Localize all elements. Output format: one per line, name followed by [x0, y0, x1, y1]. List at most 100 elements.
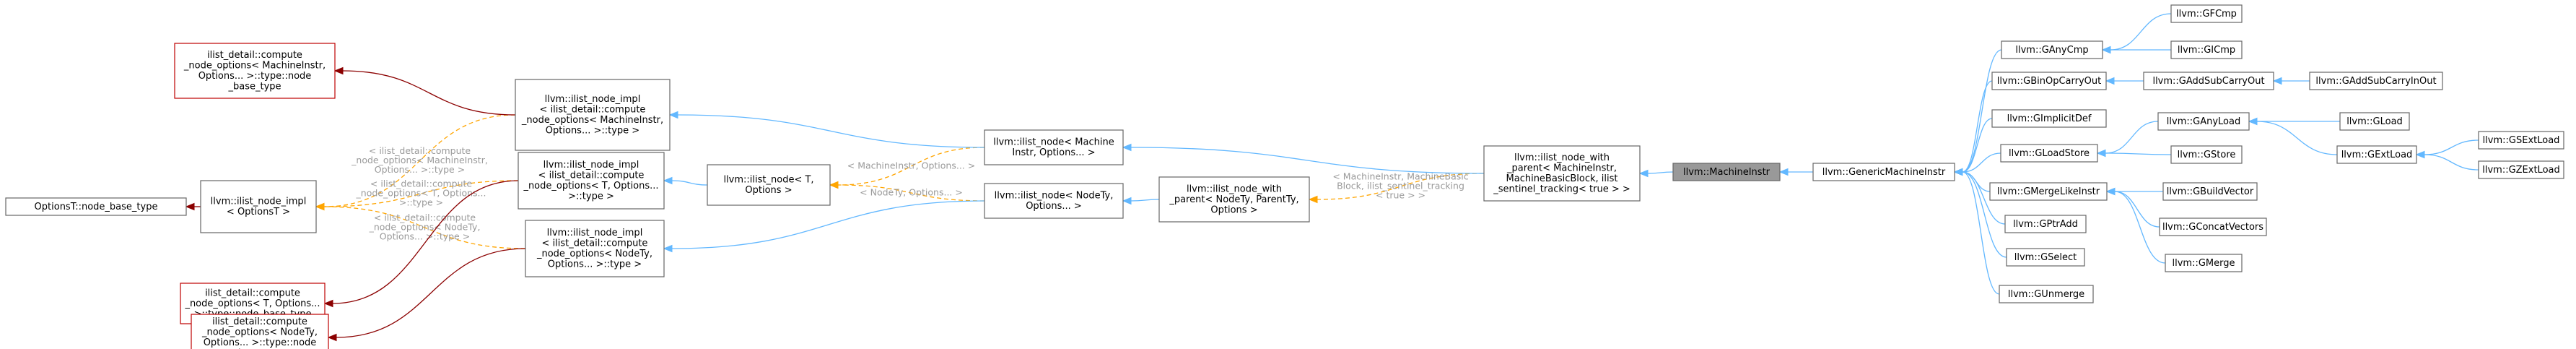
edge-line [1962, 152, 2001, 173]
class-name-line: Options > [745, 185, 792, 196]
class-name-line: Options... >::type > [548, 259, 642, 270]
class-name-line: llvm::GBinOpCarryOut [1997, 76, 2101, 87]
edge-gbinop-to-generic [1953, 80, 1993, 176]
edge-arrowhead [1953, 168, 1963, 176]
class-box [1483, 145, 1641, 202]
class-node-gstore[interactable]: llvm::GStore [2170, 145, 2243, 164]
class-node-gaddsubin[interactable]: llvm::GAddSubCarryInOut [2309, 72, 2443, 90]
edge-nwp_nt-to-node_nt [1122, 197, 1160, 205]
class-node-gmerge[interactable]: llvm::GMerge [2165, 254, 2243, 272]
class-box [2004, 215, 2087, 233]
edge-line [1962, 118, 1993, 173]
class-box [1989, 182, 2108, 201]
edges-layer: < MachineInstr, MachineBasicBlock, ilist… [185, 13, 2479, 342]
edge-label: Options... >::type > [375, 164, 465, 175]
class-name-line: Options > [1210, 204, 1257, 215]
class-node-gextload[interactable]: llvm::GExtLoad [2336, 145, 2417, 164]
edge-gfcmp-to-ganycmp [2101, 13, 2172, 54]
class-node-gaddsub[interactable]: llvm::GAddSubCarryOut [2143, 72, 2274, 90]
class-name-line: llvm::ilist_node_with [1187, 184, 1282, 194]
class-name-line: llvm::GSExtLoad [2483, 135, 2560, 146]
class-name-line: _node_options< NodeTy, [536, 249, 652, 259]
class-box [707, 164, 831, 206]
edge-arrowhead [829, 181, 839, 189]
edge-arrowhead [1638, 169, 1649, 178]
class-node-gconcat[interactable]: llvm::GConcatVectors [2159, 217, 2267, 236]
class-node-cno-nt[interactable]: ilist_detail::compute_node_options< Node… [191, 314, 329, 349]
edge-line [2114, 191, 2166, 264]
edge-arrowhead [2096, 149, 2106, 158]
class-box [174, 43, 336, 99]
class-node-nwp-nt[interactable]: llvm::ilist_node_with_parent< NodeTy, Pa… [1158, 176, 1310, 223]
edge-arrowhead [315, 202, 325, 211]
edge-gaddsub-to-gbinop [2105, 77, 2144, 85]
class-node-gload[interactable]: llvm::GLoad [2339, 112, 2410, 131]
edge-label: _node_options< T, Options... [356, 188, 486, 199]
class-name-line: _sentinel_tracking< true > > [1493, 184, 1630, 195]
class-node-cno-mi[interactable]: ilist_detail::compute_node_options< Mach… [174, 43, 336, 99]
class-node-node-nt[interactable]: llvm::ilist_node< NodeTy,Options... > [984, 183, 1124, 219]
class-box [200, 180, 317, 233]
class-name-line: llvm::GBuildVector [2167, 186, 2254, 197]
class-name-line: _node_options< MachineInstr, [521, 115, 663, 126]
class-node-ganycmp[interactable]: llvm::GAnyCmp [2001, 40, 2103, 59]
class-name-line: _node_options< MachineInstr, [183, 61, 326, 72]
class-node-gicmp[interactable]: llvm::GICmp [2170, 40, 2243, 59]
edge-node_mi-to-node_t: < MachineInstr, Options... > [829, 147, 985, 189]
class-node-options-t[interactable]: OptionsT::node_base_type [5, 197, 187, 216]
class-box [2157, 112, 2250, 131]
class-name-line: llvm::GICmp [2178, 45, 2235, 56]
class-node-impl-nt[interactable]: llvm::ilist_node_impl< ilist_detail::com… [525, 220, 665, 277]
edge-label: < ilist_detail::compute [369, 145, 471, 156]
class-node-gloadstore[interactable]: llvm::GLoadStore [2000, 144, 2098, 163]
class-name-line: _parent< MachineInstr, [1506, 163, 1617, 174]
edge-line [837, 184, 985, 202]
class-node-gbinop[interactable]: llvm::GBinOpCarryOut [1991, 72, 2107, 90]
edge-line [332, 180, 519, 304]
class-node-gmergelike[interactable]: llvm::GMergeLikeInstr [1989, 182, 2108, 201]
edge-gsextload-to-gextload [2415, 139, 2479, 159]
class-box [2339, 112, 2410, 131]
class-node-gptradd[interactable]: llvm::GPtrAdd [2004, 215, 2087, 233]
class-node-generic[interactable]: llvm::GenericMachineInstr [1812, 163, 1955, 181]
class-node-gsextload[interactable]: llvm::GSExtLoad [2478, 131, 2564, 150]
class-name-line: ilist_detail::compute [207, 50, 302, 61]
class-node-node-t[interactable]: llvm::ilist_node< T,Options > [707, 164, 831, 206]
class-node-gfcmp[interactable]: llvm::GFCmp [2170, 4, 2243, 23]
class-box [2478, 160, 2564, 179]
class-node-node-mi[interactable]: llvm::ilist_node< MachineInstr, Options.… [984, 129, 1124, 165]
class-name-line: llvm::GAnyLoad [2167, 116, 2240, 127]
edge-arrowhead [1122, 197, 1132, 205]
class-node-gimplicit[interactable]: llvm::GImplicitDef [1991, 109, 2107, 128]
class-box [1991, 72, 2107, 90]
class-node-impl-t[interactable]: llvm::ilist_node_impl< ilist_detail::com… [518, 152, 665, 210]
class-name-line: llvm::ilist_node< T, [723, 175, 813, 186]
edge-label: < ilist_detail::compute [370, 178, 473, 189]
edge-label: < NodeTy, Options... > [860, 187, 963, 198]
class-node-gunmerge[interactable]: llvm::GUnmerge [1999, 285, 2094, 303]
class-box [525, 220, 665, 277]
edge-line [677, 114, 985, 148]
class-name-line: < ilist_detail::compute [542, 238, 648, 249]
edge-gmerge-to-gmergelike [2105, 187, 2166, 264]
class-box [2000, 144, 2098, 163]
class-name-line: < OptionsT > [227, 207, 290, 217]
edge-ganyload-to-gloadstore [2096, 121, 2159, 158]
class-node-ganyload[interactable]: llvm::GAnyLoad [2157, 112, 2250, 131]
edge-impl_nt-to-cno_nt [327, 248, 526, 342]
class-node-gbuildvector[interactable]: llvm::GBuildVector [2162, 182, 2258, 201]
class-name-line: llvm::ilist_node< NodeTy, [995, 191, 1114, 202]
class-name-line: < ilist_detail::compute [538, 171, 645, 181]
class-node-impl-mi[interactable]: llvm::ilist_node_impl< ilist_detail::com… [515, 79, 671, 151]
edge-arrowhead [2272, 77, 2282, 85]
class-box [5, 197, 187, 216]
class-box [515, 79, 671, 151]
class-node-machineinstr[interactable]: llvm::MachineInstr [1672, 163, 1781, 181]
class-node-nwp-mi[interactable]: llvm::ilist_node_with_parent< MachineIns… [1483, 145, 1641, 202]
class-node-gzextload[interactable]: llvm::GZExtLoad [2478, 160, 2564, 179]
class-node-impl-opts[interactable]: llvm::ilist_node_impl< OptionsT > [200, 180, 317, 233]
class-node-gselect[interactable]: llvm::GSelect [2006, 248, 2085, 267]
edge-label: Options... >::type > [380, 231, 470, 242]
class-box [191, 314, 329, 349]
edge-arrowhead [2105, 77, 2115, 85]
